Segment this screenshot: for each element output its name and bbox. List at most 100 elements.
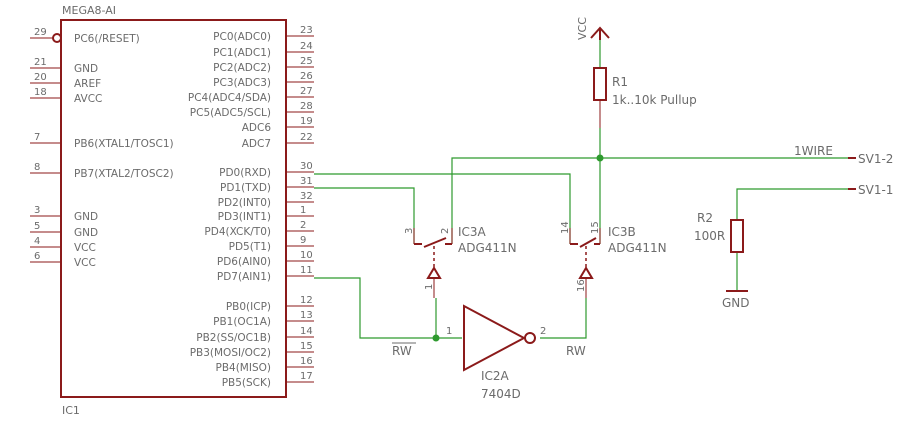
pin-number: 25 xyxy=(300,56,313,67)
ic3b-ctrl-triangle xyxy=(578,266,594,279)
pin-number: 18 xyxy=(34,87,47,98)
ic3b-pin-right: 15 xyxy=(590,221,601,234)
pin-label: AREF xyxy=(74,78,101,90)
ic2a-bubble xyxy=(524,332,536,344)
pin-label: GND xyxy=(74,211,98,223)
ic3a-type: ADG411N xyxy=(458,241,517,255)
pin-number: 14 xyxy=(300,326,313,337)
wire-pd0-ic3b xyxy=(314,173,571,244)
sv1-2-label: SV1-2 xyxy=(858,152,893,166)
pin-label: PD2(INT0) xyxy=(218,197,271,209)
pin-number: 8 xyxy=(34,162,40,173)
pin-number: 11 xyxy=(300,265,313,276)
pin-label: AVCC xyxy=(74,93,102,105)
ic3a-pin-left: 3 xyxy=(404,228,415,234)
ic3a-name: IC3A xyxy=(458,225,487,239)
ic3a-ctrl-triangle xyxy=(426,266,442,279)
pin-number: 5 xyxy=(34,221,40,232)
wire-pd7-rwbar xyxy=(314,277,436,339)
pin-number: 26 xyxy=(300,71,313,82)
pin-label: PD0(RXD) xyxy=(219,167,271,179)
ic1-type: MEGA8-AI xyxy=(62,4,116,17)
ic3b-pin-ctrl: 16 xyxy=(576,279,587,292)
net-onewire-label: 1WIRE xyxy=(794,144,833,158)
pin-number: 32 xyxy=(300,191,313,202)
pin-number: 7 xyxy=(34,132,40,143)
ic3b-type: ADG411N xyxy=(608,241,667,255)
ic3b-pin-left: 14 xyxy=(560,221,571,234)
ic1-right-pins: 23PC0(ADC0)24PC1(ADC1)25PC2(ADC2)26PC3(A… xyxy=(188,25,314,389)
pin-label: PB6(XTAL1/TOSC1) xyxy=(74,138,174,150)
vcc-label: VCC xyxy=(576,17,589,40)
pin-label: PD6(AIN0) xyxy=(217,256,271,268)
pin-label: PD3(INT1) xyxy=(218,211,271,223)
ic3b-name: IC3B xyxy=(608,225,636,239)
pin-label: ADC7 xyxy=(242,138,271,150)
pin-label: PB2(SS/OC1B) xyxy=(196,332,271,344)
ic3a-pin-right: 2 xyxy=(440,228,451,234)
ic2a-inverter: 1 2 IC2A 7404D xyxy=(446,304,546,401)
wire-pd1-ic3a xyxy=(314,187,415,244)
pin-label: PC4(ADC4/SDA) xyxy=(188,92,271,104)
ic3a-switch: 3 2 1 IC3A ADG411N xyxy=(404,225,517,298)
r2-resistor: R2 100R xyxy=(694,211,744,253)
pin-number: 28 xyxy=(300,101,313,112)
ic1-body xyxy=(60,19,287,398)
pin-number: 21 xyxy=(34,57,47,68)
pin-label: VCC xyxy=(74,242,96,254)
gnd-symbol: GND xyxy=(722,290,750,310)
ic2a-triangle xyxy=(463,304,527,372)
pin-number: 15 xyxy=(300,341,313,352)
pin-label: PD4(XCK/T0) xyxy=(204,226,271,238)
pin-label: PC2(ADC2) xyxy=(213,62,271,74)
pin-label: GND xyxy=(74,227,98,239)
ic3b-contact xyxy=(579,237,597,248)
r1-resistor: R1 1k..10k Pullup xyxy=(593,67,697,128)
ic2a-pin-in: 1 xyxy=(446,326,452,337)
pin-label: PB5(SCK) xyxy=(222,377,271,389)
vcc-symbol: VCC xyxy=(576,17,610,40)
pin-number: 27 xyxy=(300,86,313,97)
pin-number: 1 xyxy=(300,205,306,216)
pin-number: 12 xyxy=(300,295,313,306)
junction-rwbar xyxy=(432,334,440,342)
pin-label: VCC xyxy=(74,257,96,269)
pin-number: 6 xyxy=(34,251,40,262)
pin-number: 2 xyxy=(300,220,306,231)
ic3b-switch: 14 15 16 IC3B ADG411N xyxy=(560,221,667,298)
r2-body xyxy=(730,219,744,253)
ic1-left-pins: 29PC6(/RESET)21GND20AREF18AVCC7PB6(XTAL1… xyxy=(30,27,174,269)
pin-number: 17 xyxy=(300,371,313,382)
pin-label: PD1(TXD) xyxy=(220,182,271,194)
reset-inversion-bubble xyxy=(52,33,62,43)
pin-label: PD7(AIN1) xyxy=(217,271,271,283)
pin-label: PB7(XTAL2/TOSC2) xyxy=(74,168,174,180)
r1-body xyxy=(593,67,607,101)
pin-label: PC5(ADC5/SCL) xyxy=(190,107,271,119)
pin-number: 20 xyxy=(34,72,47,83)
pin-label: GND xyxy=(74,63,98,75)
net-rw-label: RW xyxy=(566,344,586,358)
